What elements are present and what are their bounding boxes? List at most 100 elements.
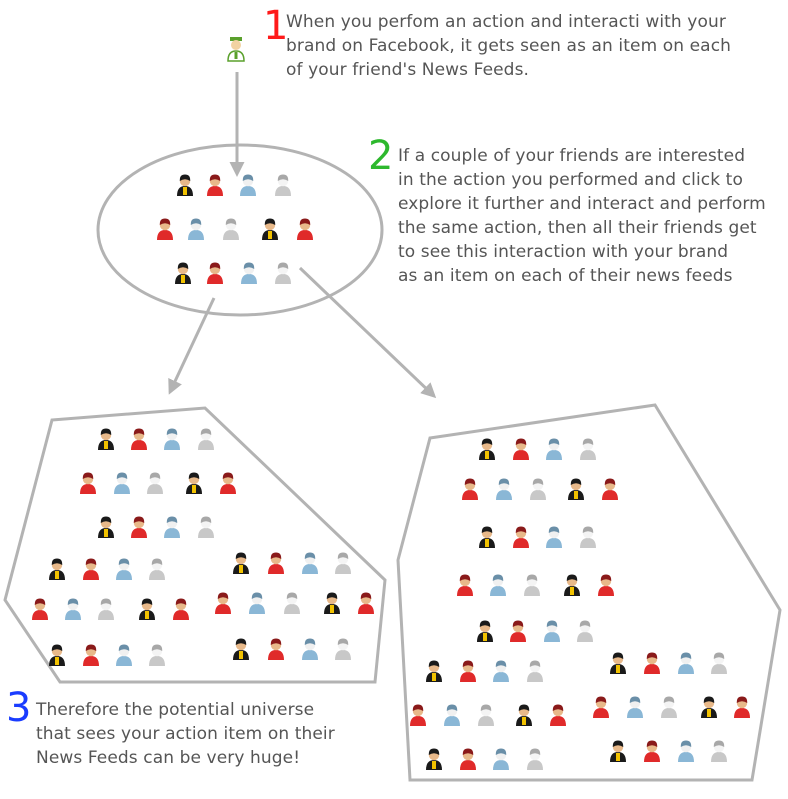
person-icon <box>116 558 132 580</box>
person-icon <box>678 740 694 762</box>
person-icon <box>661 696 677 718</box>
step-2-line: explore it further and interact and perf… <box>398 194 766 214</box>
person-icon <box>324 592 340 614</box>
step-2-line: in the action you performed and click to <box>398 170 743 190</box>
person-icon <box>149 644 165 666</box>
person-icon <box>49 558 65 580</box>
first-degree-friends-group <box>96 143 384 317</box>
person-icon <box>530 478 546 500</box>
step-1-line: brand on Facebook, it gets seen as an it… <box>286 36 732 56</box>
person-icon <box>268 552 284 574</box>
person-icon <box>527 660 543 682</box>
step-3-line: that sees your action item on their <box>36 724 335 744</box>
person-icon <box>268 638 284 660</box>
person-icon <box>513 526 529 548</box>
person-icon <box>131 428 147 450</box>
person-icon <box>462 478 478 500</box>
step-1-line: of your friend's News Feeds. <box>286 60 530 80</box>
person-icon <box>249 592 265 614</box>
step-1-text: When you perfom an action and interacti … <box>286 10 731 82</box>
person-icon <box>496 478 512 500</box>
step-1-number: 1 <box>263 3 289 49</box>
person-icon <box>602 478 618 500</box>
person-icon <box>546 526 562 548</box>
person-icon <box>644 740 660 762</box>
person-icon <box>220 472 236 494</box>
person-icon <box>98 428 114 450</box>
person-icon <box>580 438 596 460</box>
person-icon <box>479 526 495 548</box>
person-icon <box>98 598 114 620</box>
person-icon <box>457 574 473 596</box>
origin-user-icon <box>227 37 245 62</box>
person-icon <box>215 592 231 614</box>
person-icon <box>223 218 239 240</box>
person-icon <box>610 740 626 762</box>
person-icon <box>233 638 249 660</box>
person-icon <box>490 574 506 596</box>
person-icon <box>173 598 189 620</box>
person-icon <box>460 660 476 682</box>
person-icon <box>701 696 717 718</box>
step-2-text: If a couple of your friends are interest… <box>398 144 766 288</box>
person-icon <box>550 704 566 726</box>
friend-icons-layer <box>32 174 750 770</box>
person-icon <box>98 516 114 538</box>
person-icon <box>175 262 191 284</box>
step-2-line: to see this interaction with your brand <box>398 242 729 262</box>
person-icon <box>568 478 584 500</box>
person-icon <box>233 552 249 574</box>
person-icon <box>580 526 596 548</box>
person-icon <box>426 748 442 770</box>
person-icon <box>564 574 580 596</box>
step-3-number: 3 <box>6 685 32 731</box>
person-icon <box>275 174 291 196</box>
person-icon <box>358 592 374 614</box>
step-3-line: Therefore the potential universe <box>36 700 315 720</box>
person-icon <box>410 704 426 726</box>
person-icon <box>444 704 460 726</box>
step-2-number: 2 <box>368 133 394 179</box>
person-icon <box>207 262 223 284</box>
person-icon <box>711 740 727 762</box>
person-icon <box>493 660 509 682</box>
person-icon <box>284 592 300 614</box>
person-icon <box>83 644 99 666</box>
person-icon <box>460 748 476 770</box>
person-icon <box>302 638 318 660</box>
person-icon <box>610 652 626 674</box>
person-icon <box>241 262 257 284</box>
person-icon <box>493 748 509 770</box>
step-2-line: the same action, then all their friends … <box>398 218 757 238</box>
second-degree-group-left <box>3 406 387 684</box>
person-icon <box>577 620 593 642</box>
person-icon <box>478 704 494 726</box>
person-icon <box>149 558 165 580</box>
person-icon <box>114 472 130 494</box>
person-icon <box>335 638 351 660</box>
person-icon <box>177 174 193 196</box>
person-icon <box>335 552 351 574</box>
person-icon <box>80 472 96 494</box>
person-icon <box>593 696 609 718</box>
person-icon <box>147 472 163 494</box>
person-icon <box>302 552 318 574</box>
person-icon <box>678 652 694 674</box>
person-icon <box>275 262 291 284</box>
person-icon <box>598 574 614 596</box>
person-icon <box>131 516 147 538</box>
person-icon <box>164 428 180 450</box>
person-icon <box>198 428 214 450</box>
person-icon <box>510 620 526 642</box>
person-icon <box>527 748 543 770</box>
person-icon <box>262 218 278 240</box>
person-icon <box>240 174 256 196</box>
person-icon <box>157 218 173 240</box>
step-3-line: News Feeds can be very huge! <box>36 748 301 768</box>
arrow-friends-to-left-group <box>168 297 216 395</box>
person-icon <box>516 704 532 726</box>
person-icon <box>477 620 493 642</box>
step-1-line: When you perfom an action and interacti … <box>286 12 726 32</box>
person-icon <box>207 174 223 196</box>
